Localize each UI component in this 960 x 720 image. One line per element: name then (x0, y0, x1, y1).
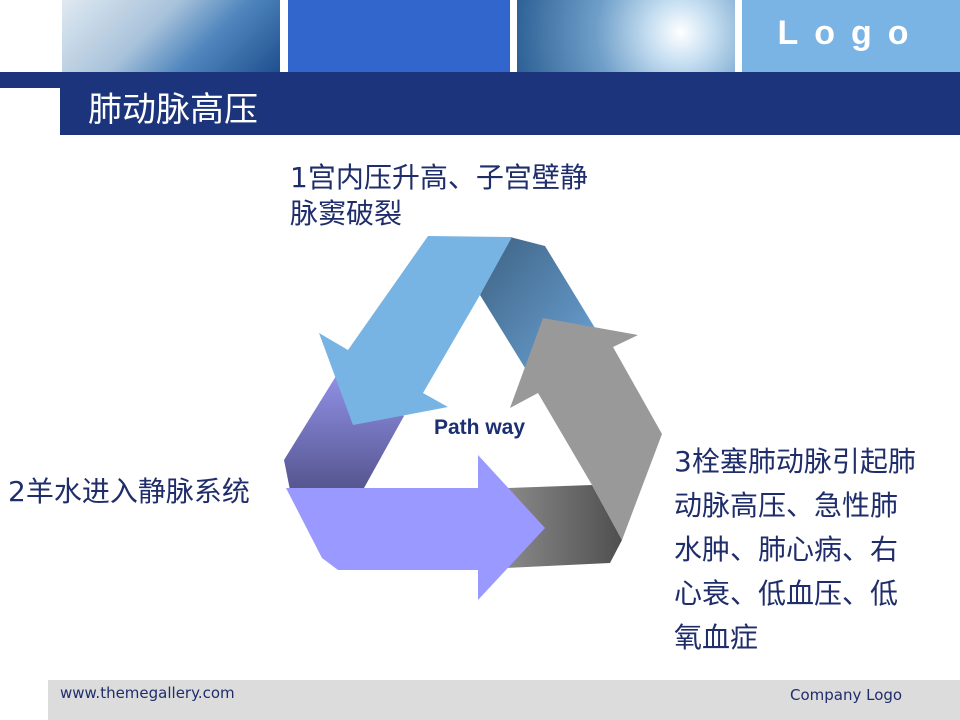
step-2-text: 2羊水进入静脉系统 (8, 475, 250, 508)
purple-arrow (286, 455, 545, 600)
header-color-block (288, 0, 510, 72)
header-logo-block (742, 0, 960, 72)
step-3-line: 3栓塞肺动脉引起肺 (674, 445, 916, 478)
blue-arrow (319, 236, 512, 425)
page-title: 肺动脉高压 (88, 90, 258, 130)
footer-bar (48, 680, 960, 720)
title-bar-top (0, 72, 960, 88)
logo: Logo (777, 14, 925, 52)
footer-website: www.themegallery.com (60, 684, 235, 702)
center-label: Path way (434, 416, 526, 439)
step-3-line: 动脉高压、急性肺 (674, 489, 899, 522)
header-photo-buildings (517, 0, 735, 72)
step-1-line: 1宫内压升高、子宫壁静 (290, 161, 588, 194)
footer-company-logo: Company Logo (790, 686, 903, 704)
step-3-line: 水肿、肺心病、右 (674, 533, 899, 566)
step-1-line: 脉窦破裂 (290, 197, 403, 230)
step-1-text: 1宫内压升高、子宫壁静 脉窦破裂 (290, 160, 650, 232)
header-photo-hands (62, 0, 280, 72)
step-3-line: 心衰、低血压、低 (674, 577, 899, 610)
title-bar (60, 88, 960, 135)
gray-arrow-fold (505, 485, 622, 568)
step-3-line: 氧血症 (674, 621, 759, 654)
step-3-text: 3栓塞肺动脉引起肺 动脉高压、急性肺 水肿、肺心病、右 心衰、低血压、低 氧血症 (674, 440, 916, 660)
gray-arrow (510, 318, 662, 540)
